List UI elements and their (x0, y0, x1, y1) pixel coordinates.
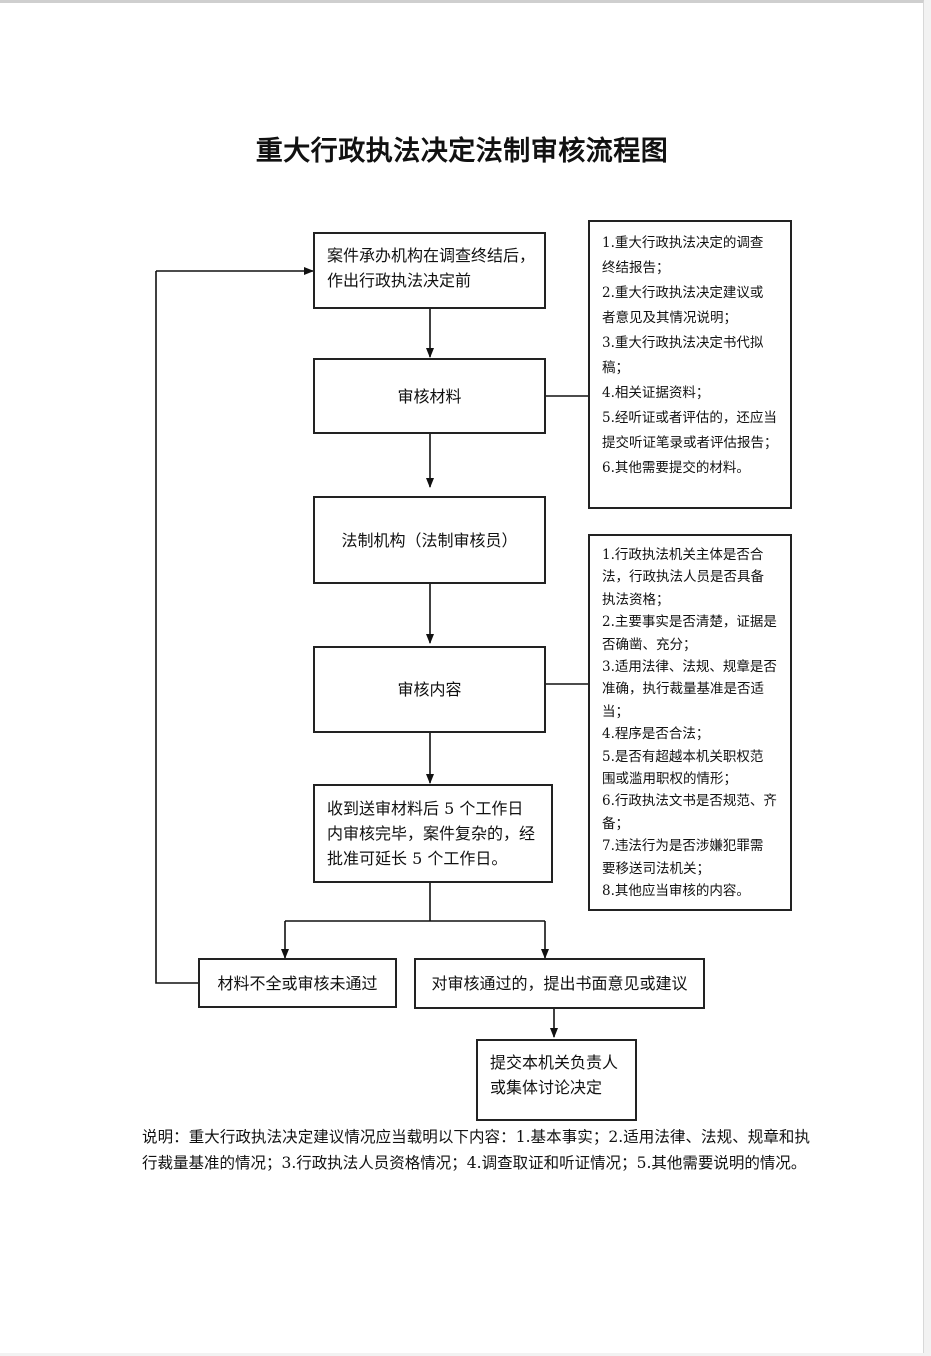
materials-item-5-line-2: 提交听证笔录或者评估报告； (602, 435, 778, 451)
content-item-1: 1.行政执法机关主体是否合 法，行政执法人员是否具备 执法资格； (602, 544, 784, 611)
review-materials-node: 审核材料 (313, 358, 546, 434)
materials-item-6: 6.其他需要提交的材料。 (602, 456, 784, 481)
content-item-3-line-3: 当； (602, 703, 629, 720)
submit-line-2: 或集体讨论决定 (490, 1078, 603, 1097)
content-item-1-line-1: 1.行政执法机关主体是否合 (602, 547, 764, 563)
submit-node: 提交本机关负责人 或集体讨论决定 (476, 1039, 637, 1121)
deadline-line-3: 批准可延长 5 个工作日。 (327, 849, 508, 868)
pass-node: 对审核通过的，提出书面意见或建议 (414, 958, 705, 1009)
content-item-2: 2.主要事实是否清楚，证据是 否确凿、充分； (602, 611, 784, 656)
start-node-line-2: 作出行政执法决定前 (327, 271, 472, 290)
explanation-note: 说明：重大行政执法决定建议情况应当载明以下内容：1.基本事实；2.适用法律、法规… (142, 1128, 810, 1172)
content-list-box: 1.行政执法机关主体是否合 法，行政执法人员是否具备 执法资格； 2.主要事实是… (588, 534, 792, 911)
start-node: 案件承办机构在调查终结后， 作出行政执法决定前 (313, 232, 546, 309)
content-item-6-line-1: 6.行政执法文书是否规范、齐 (602, 793, 777, 810)
deadline-line-2: 内审核完毕，案件复杂的，经 (327, 824, 536, 843)
content-item-3-line-2: 准确，执行裁量基准是否适 (602, 681, 764, 698)
materials-item-4-line-1: 4.相关证据资料； (602, 385, 710, 401)
content-item-1-line-2: 法，行政执法人员是否具备 (602, 569, 764, 586)
materials-item-4: 4.相关证据资料； (602, 381, 784, 406)
content-item-3-line-1: 3.适用法律、法规、规章是否 (602, 659, 777, 676)
fail-label: 材料不全或审核未通过 (217, 973, 378, 993)
content-item-8: 8.其他应当审核的内容。 (602, 880, 784, 902)
content-item-6-line-2: 备； (602, 815, 629, 832)
materials-item-3: 3.重大行政执法决定书代拟 稿； (602, 331, 784, 381)
materials-item-1: 1.重大行政执法决定的调查 终结报告； (602, 231, 784, 281)
start-node-line-1: 案件承办机构在调查终结后， (327, 246, 536, 265)
content-item-7: 7.违法行为是否涉嫌犯罪需 要移送司法机关； (602, 835, 784, 880)
materials-item-3-line-1: 3.重大行政执法决定书代拟 (602, 335, 764, 351)
materials-item-5: 5.经听证或者评估的，还应当 提交听证笔录或者评估报告； (602, 406, 784, 456)
feedback-loop-line (155, 271, 198, 984)
flow-connectors (155, 267, 589, 1038)
content-item-5: 5.是否有超越本机关职权范 围或滥用职权的情形； (602, 746, 784, 791)
content-item-2-line-1: 2.主要事实是否清楚，证据是 (602, 614, 777, 631)
review-content-node: 审核内容 (313, 646, 546, 733)
content-item-5-line-1: 5.是否有超越本机关职权范 (602, 748, 764, 765)
materials-list-box: 1.重大行政执法决定的调查 终结报告； 2.重大行政执法决定建议或 者意见及其情… (588, 220, 792, 509)
materials-item-3-line-2: 稿； (602, 360, 629, 376)
content-item-1-line-3: 执法资格； (602, 591, 670, 608)
deadline-line-1: 收到送审材料后 5 个工作日 (327, 799, 524, 818)
content-item-7-line-1: 7.违法行为是否涉嫌犯罪需 (602, 838, 764, 855)
legal-org-label: 法制机构（法制审核员） (341, 530, 518, 550)
materials-item-5-line-1: 5.经听证或者评估的，还应当 (602, 410, 777, 426)
materials-item-1-line-1: 1.重大行政执法决定的调查 (602, 235, 764, 251)
legal-org-node: 法制机构（法制审核员） (313, 496, 546, 584)
content-item-8-line-1: 8.其他应当审核的内容。 (602, 883, 750, 900)
materials-item-6-line-1: 6.其他需要提交的材料。 (602, 460, 750, 476)
submit-line-1: 提交本机关负责人 (490, 1053, 619, 1072)
deadline-node: 收到送审材料后 5 个工作日 内审核完毕，案件复杂的，经 批准可延长 5 个工作… (313, 784, 553, 883)
content-item-7-line-2: 要移送司法机关； (602, 860, 710, 877)
content-item-4-line-1: 4.程序是否合法； (602, 726, 710, 743)
page-title: 重大行政执法决定法制审核流程图 (255, 136, 669, 167)
content-item-5-line-2: 围或滥用职权的情形； (602, 771, 737, 788)
content-item-3: 3.适用法律、法规、规章是否 准确，执行裁量基准是否适 当； (602, 656, 784, 723)
content-item-2-line-2: 否确凿、充分； (602, 636, 697, 653)
review-materials-label: 审核材料 (397, 386, 462, 406)
pass-label: 对审核通过的，提出书面意见或建议 (431, 974, 688, 993)
fail-node: 材料不全或审核未通过 (198, 958, 397, 1008)
content-item-6: 6.行政执法文书是否规范、齐 备； (602, 790, 784, 835)
materials-item-1-line-2: 终结报告； (602, 260, 670, 276)
content-item-4: 4.程序是否合法； (602, 723, 784, 745)
materials-item-2: 2.重大行政执法决定建议或 者意见及其情况说明； (602, 281, 784, 331)
materials-item-2-line-2: 者意见及其情况说明； (602, 310, 737, 326)
materials-item-2-line-1: 2.重大行政执法决定建议或 (602, 285, 764, 301)
review-content-label: 审核内容 (397, 680, 462, 699)
